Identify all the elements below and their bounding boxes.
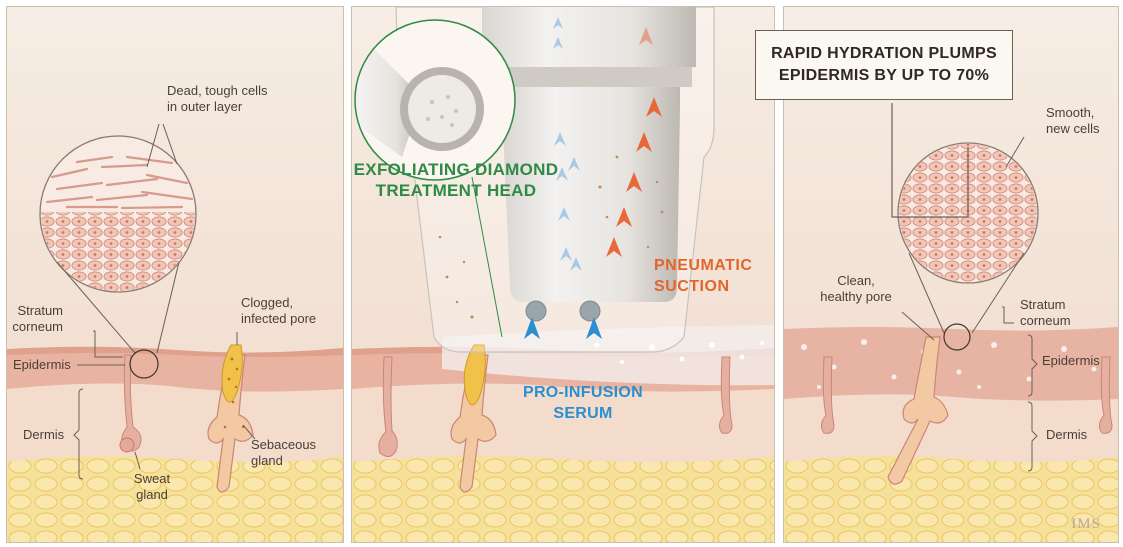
label-stratum-corneum-right: Stratum corneum: [1020, 297, 1071, 329]
panel-during-treatment: EXFOLIATING DIAMOND TREATMENT HEAD PNEUM…: [351, 6, 775, 543]
label-epidermis-right: Epidermis: [1042, 353, 1100, 369]
title-diamond-head: EXFOLIATING DIAMOND TREATMENT HEAD: [351, 159, 616, 201]
callout-dead-cells: Dead, tough cells in outer layer: [167, 83, 267, 115]
headline-box: RAPID HYDRATION PLUMPS EPIDERMIS BY UP T…: [755, 30, 1013, 100]
title-pro-infusion-serum: PRO-INFUSION SERUM: [512, 382, 654, 424]
label-sebaceous-gland: Sebaceous gland: [251, 437, 316, 469]
title-pneumatic-suction: PNEUMATIC SUCTION: [654, 255, 752, 297]
artist-signature: IMS: [1071, 516, 1101, 533]
label-stratum-corneum: Stratum corneum: [9, 303, 63, 335]
label-dermis: Dermis: [23, 427, 64, 443]
panel-before-treatment: Dead, tough cells in outer layer Clogged…: [6, 6, 344, 543]
label-dermis-right: Dermis: [1046, 427, 1087, 443]
label-epidermis: Epidermis: [13, 357, 71, 373]
callout-clean-pore: Clean, healthy pore: [806, 273, 906, 305]
callout-smooth-cells: Smooth, new cells: [1046, 105, 1099, 137]
label-sweat-gland: Sweat gland: [127, 471, 177, 503]
callout-clogged-pore: Clogged, infected pore: [241, 295, 316, 327]
